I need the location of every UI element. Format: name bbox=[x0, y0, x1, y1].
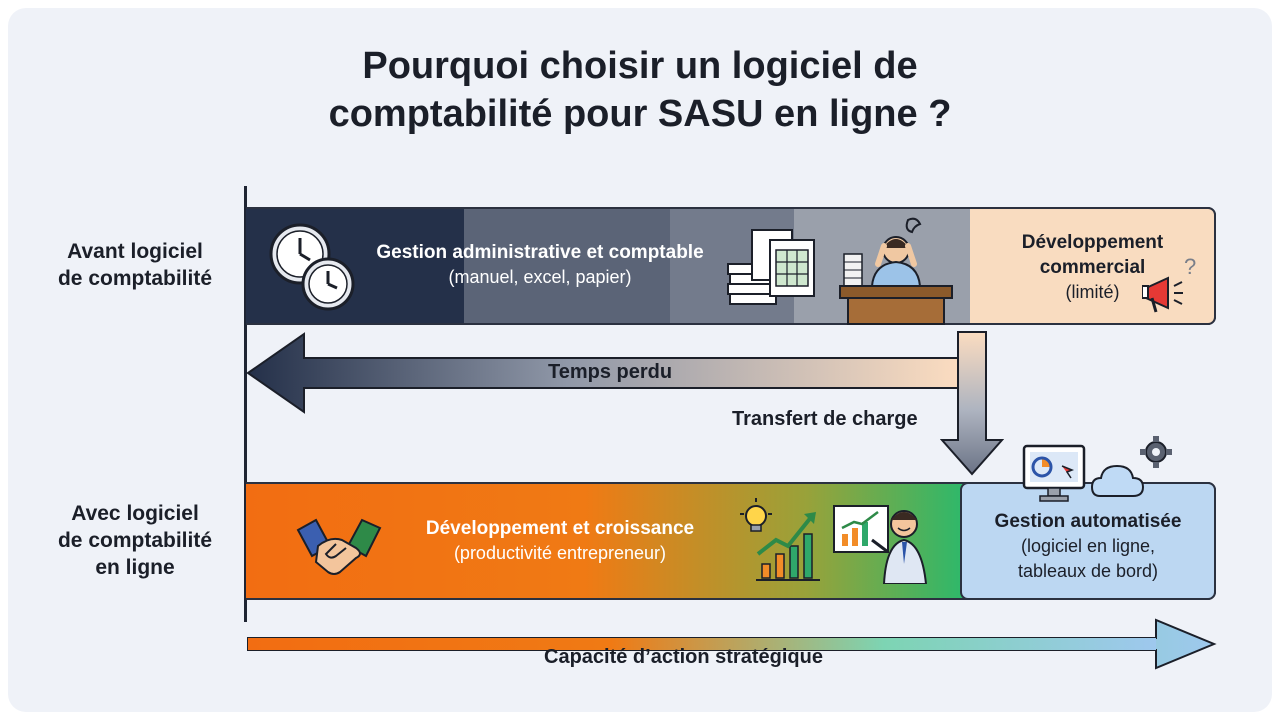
vertical-axis bbox=[244, 186, 247, 622]
lost-time-label: Temps perdu bbox=[548, 361, 673, 383]
admin-label: Gestion administrative et comptable (man… bbox=[376, 242, 704, 287]
clock-icon bbox=[269, 223, 355, 311]
transfer-label: Transfert de charge bbox=[732, 408, 918, 430]
row-label-after: Avec logiciel de comptabilité en ligne bbox=[57, 502, 213, 579]
presenter-icon bbox=[833, 505, 928, 584]
paper-stack-icon bbox=[727, 229, 815, 305]
growth-chart-icon bbox=[740, 498, 820, 581]
monitor-icon bbox=[1022, 436, 1172, 502]
dev-commercial-box bbox=[970, 207, 1216, 325]
growth-label: Développement et croissance (productivit… bbox=[425, 518, 695, 563]
dev-commercial-label: Développement commercial (limité) bbox=[1021, 232, 1164, 302]
transfer-arrow bbox=[940, 331, 1004, 476]
handshake-icon bbox=[296, 518, 382, 575]
capacity-arrow bbox=[247, 618, 1217, 670]
megaphone-icon: ? bbox=[1142, 254, 1196, 313]
automated-box bbox=[960, 482, 1216, 600]
page-title: Pourquoi choisir un logiciel de comptabi… bbox=[328, 45, 952, 135]
gear-icon bbox=[1140, 436, 1172, 468]
row-label-before: Avant logiciel de comptabilité bbox=[57, 240, 213, 290]
automated-label: Gestion automatisée (logiciel en ligne, … bbox=[994, 511, 1182, 581]
cloud-icon bbox=[1090, 464, 1145, 497]
stressed-worker-icon bbox=[839, 217, 953, 325]
svg-text:?: ? bbox=[1184, 254, 1196, 279]
lightbulb-icon bbox=[740, 498, 772, 532]
capacity-label: Capacité d’action stratégique bbox=[544, 646, 823, 668]
